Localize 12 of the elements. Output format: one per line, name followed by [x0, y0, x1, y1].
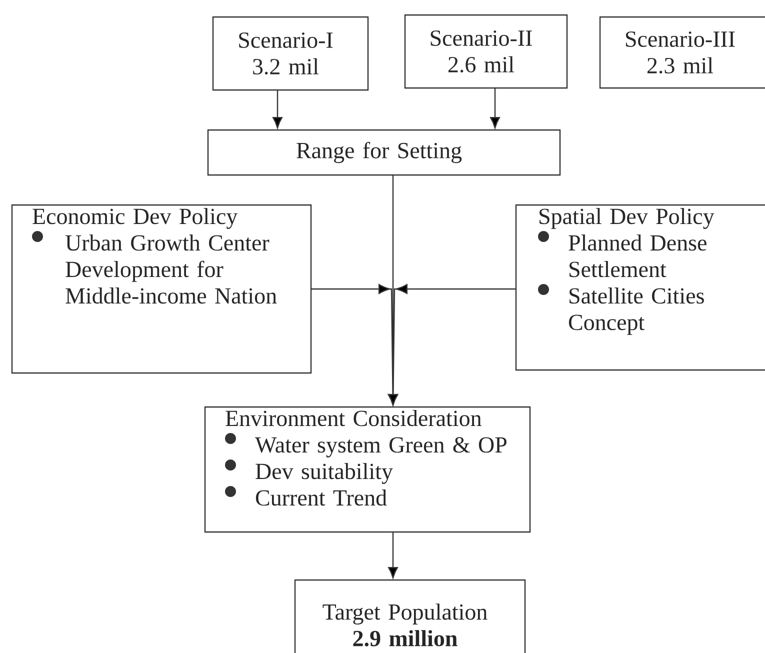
process-box: Scenario-III 2.3 mil [599, 16, 765, 89]
process-box: Target Population 2.9 million [294, 579, 526, 653]
arrow [388, 532, 398, 578]
arrow [388, 284, 516, 406]
process-box: Spatial Dev Policy Planned Dense Settlement Satellite Cities Concept [515, 204, 765, 371]
arrow [272, 90, 282, 128]
process-box: Economic Dev Policy Urban Growth Center Development for Middle-income Nation [11, 204, 312, 374]
process-box: Range for Setting [207, 129, 561, 176]
process-box: Scenario-I 3.2 mil [212, 16, 369, 91]
process-box: Scenario-II 2.6 mil [404, 14, 568, 89]
process-box: Environment Consideration Water system Green & OP Dev suitability Current Trend [204, 406, 531, 533]
arrow [490, 88, 500, 128]
